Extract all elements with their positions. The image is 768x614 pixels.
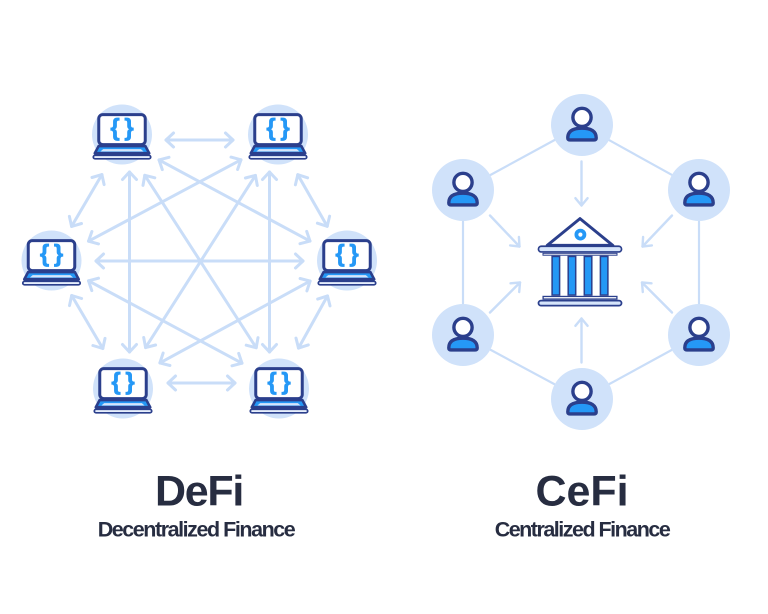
svg-text:CeFi: CeFi — [536, 468, 629, 516]
svg-text:DeFi: DeFi — [155, 468, 243, 516]
svg-text:Centralized Finance: Centralized Finance — [495, 518, 671, 542]
svg-text:Decentralized Finance: Decentralized Finance — [98, 518, 296, 542]
